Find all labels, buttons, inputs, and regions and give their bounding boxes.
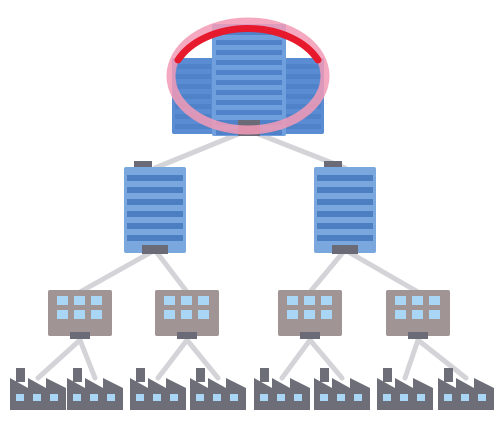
connector-line [307, 247, 348, 295]
connector-line [35, 337, 83, 381]
highlight-ring-icon [166, 17, 330, 135]
factory-icon [190, 368, 246, 410]
factory-icon [130, 368, 186, 410]
connector-line [77, 247, 158, 295]
connector-line [152, 247, 190, 295]
factory-icon [438, 368, 494, 410]
connector-line [402, 337, 421, 381]
connector-lines [35, 127, 469, 381]
factory-icon [314, 368, 370, 410]
factory-icon [10, 368, 66, 410]
connector-line [155, 337, 190, 381]
factory-icon [377, 368, 433, 410]
headquarters-building-icon [166, 17, 330, 136]
office-building-icon [124, 161, 186, 254]
branch-office-icon [278, 290, 342, 339]
factory-icon [67, 368, 123, 410]
office-building-icon [314, 161, 376, 254]
branch-office-icon [386, 290, 450, 339]
factory-icon [254, 368, 310, 410]
connector-line [415, 337, 469, 381]
branch-office-icon [48, 290, 112, 339]
connector-line [279, 337, 313, 381]
connector-line [307, 337, 345, 381]
connector-line [184, 337, 221, 381]
branch-office-icon [155, 290, 219, 339]
connector-line [152, 127, 251, 171]
connector-line [342, 247, 421, 295]
connector-line [77, 337, 98, 381]
